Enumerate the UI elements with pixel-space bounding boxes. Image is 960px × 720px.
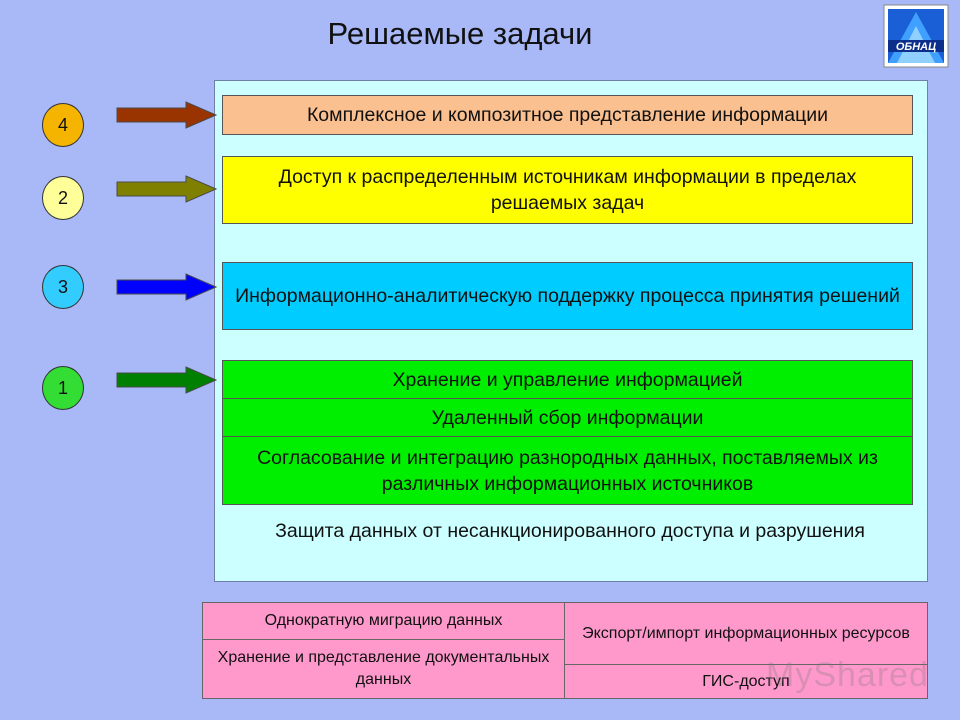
level-circle-4: 4 [42,103,84,147]
protection-text: Защита данных от несанкционированного до… [275,520,865,542]
level-circle-1: 1 [42,366,84,410]
task-box-analytics: Информационно-аналитическую поддержку пр… [222,262,913,330]
logo: ОБНАЦ [883,4,949,68]
level-circle-3: 3 [42,265,84,309]
task-box-remote-collection: Удаленный сбор информации [222,398,913,437]
arrow-right-icon [116,273,218,301]
arrow-right-icon [116,175,218,203]
arrow-right-icon [116,366,218,394]
cell-documents: Хранение и представление документальных … [202,639,565,699]
cell-migration: Однократную миграцию данных [202,602,565,640]
watermark: MyShared [766,656,929,694]
level-circle-2: 2 [42,176,84,220]
task-box-storage: Хранение и управление информацией [222,360,913,399]
task-box-access: Доступ к распределенным источникам инфор… [222,156,913,224]
page-title: Решаемые задачи [327,16,593,51]
logo-text: ОБНАЦ [896,41,936,53]
task-box-composite: Комплексное и композитное представление … [222,95,913,135]
task-box-integration: Согласование и интеграцию разнородных да… [222,436,913,505]
cell-export-import: Экспорт/импорт информационных ресурсов [564,602,928,665]
arrow-right-icon [116,101,218,129]
cell-gis-access: ГИС-доступ [564,664,928,699]
